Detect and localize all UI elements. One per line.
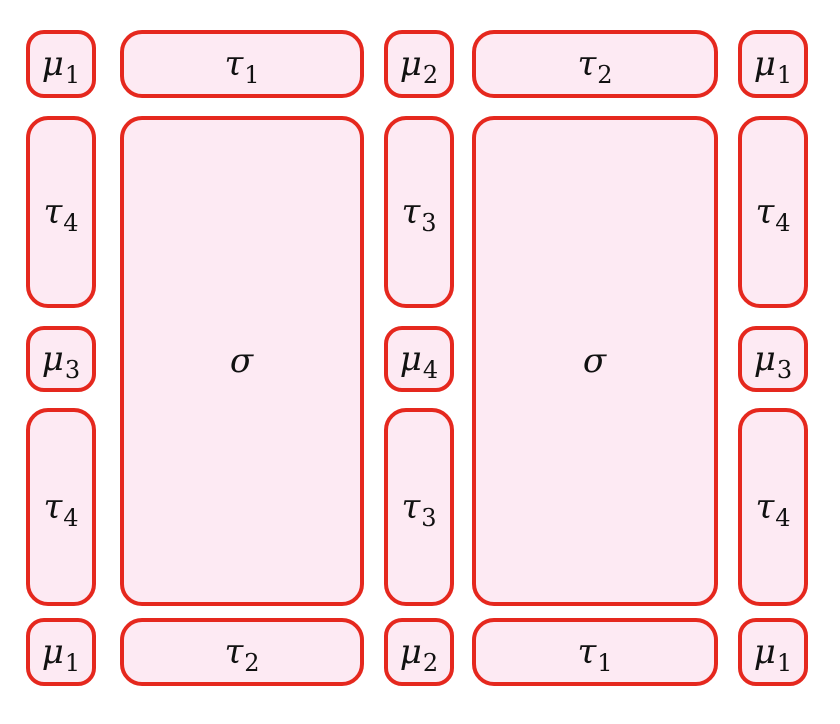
subscript: 1: [597, 649, 613, 677]
subscript: 1: [64, 649, 81, 677]
cell-mu2-bottom: μ2: [384, 618, 454, 686]
symbol: τ: [755, 487, 775, 527]
symbol: τ: [43, 487, 63, 527]
cell-mu3-right: μ3: [738, 326, 808, 392]
subscript: 3: [64, 356, 81, 384]
symbol: μ: [41, 339, 64, 379]
cell-mu1-top-left: μ1: [26, 30, 96, 98]
symbol: τ: [577, 632, 597, 672]
cell-tau2-top: τ2: [472, 30, 718, 98]
symbol: μ: [399, 632, 422, 672]
symbol: τ: [224, 632, 244, 672]
symbol: μ: [399, 44, 422, 84]
cell-tau1-top: τ1: [120, 30, 364, 98]
subscript: 2: [422, 649, 439, 677]
symbol: τ: [577, 44, 597, 84]
cell-tau3-upper: τ3: [384, 116, 454, 308]
cell-mu2-top: μ2: [384, 30, 454, 98]
subscript: 1: [776, 649, 793, 677]
cell-mu3-left: μ3: [26, 326, 96, 392]
subscript: 4: [775, 209, 791, 237]
cell-tau4-upper-right: τ4: [738, 116, 808, 308]
symbol: τ: [401, 487, 421, 527]
cell-tau3-lower: τ3: [384, 408, 454, 606]
subscript: 1: [776, 61, 793, 89]
subscript: 3: [776, 356, 793, 384]
cell-tau2-bottom: τ2: [120, 618, 364, 686]
cell-tau1-bottom: τ1: [472, 618, 718, 686]
subscript: 2: [597, 61, 613, 89]
symbol: μ: [41, 632, 64, 672]
cell-mu1-bottom-left: μ1: [26, 618, 96, 686]
symbol: τ: [755, 192, 775, 232]
cell-tau4-lower-right: τ4: [738, 408, 808, 606]
symbol: τ: [224, 44, 244, 84]
subscript: 1: [244, 61, 260, 89]
symbol: τ: [43, 192, 63, 232]
subscript: 4: [422, 356, 439, 384]
cell-sigma-left: σ: [120, 116, 364, 606]
cell-mu1-top-right: μ1: [738, 30, 808, 98]
symbol: μ: [753, 339, 776, 379]
symbol: μ: [753, 632, 776, 672]
subscript: 1: [64, 61, 81, 89]
subscript: 3: [421, 504, 437, 532]
subscript: 3: [421, 209, 437, 237]
symbol: τ: [401, 192, 421, 232]
symbol: σ: [582, 341, 607, 381]
symbol: μ: [41, 44, 64, 84]
symbol: μ: [399, 339, 422, 379]
subscript: 4: [775, 504, 791, 532]
cell-mu1-bottom-right: μ1: [738, 618, 808, 686]
cell-sigma-right: σ: [472, 116, 718, 606]
subscript: 4: [63, 504, 79, 532]
cell-tau4-upper-left: τ4: [26, 116, 96, 308]
symbol: σ: [229, 341, 254, 381]
cell-tau4-lower-left: τ4: [26, 408, 96, 606]
symbol: μ: [753, 44, 776, 84]
cell-mu4-center: μ4: [384, 326, 454, 392]
subscript: 4: [63, 209, 79, 237]
subscript: 2: [422, 61, 439, 89]
subscript: 2: [244, 649, 260, 677]
